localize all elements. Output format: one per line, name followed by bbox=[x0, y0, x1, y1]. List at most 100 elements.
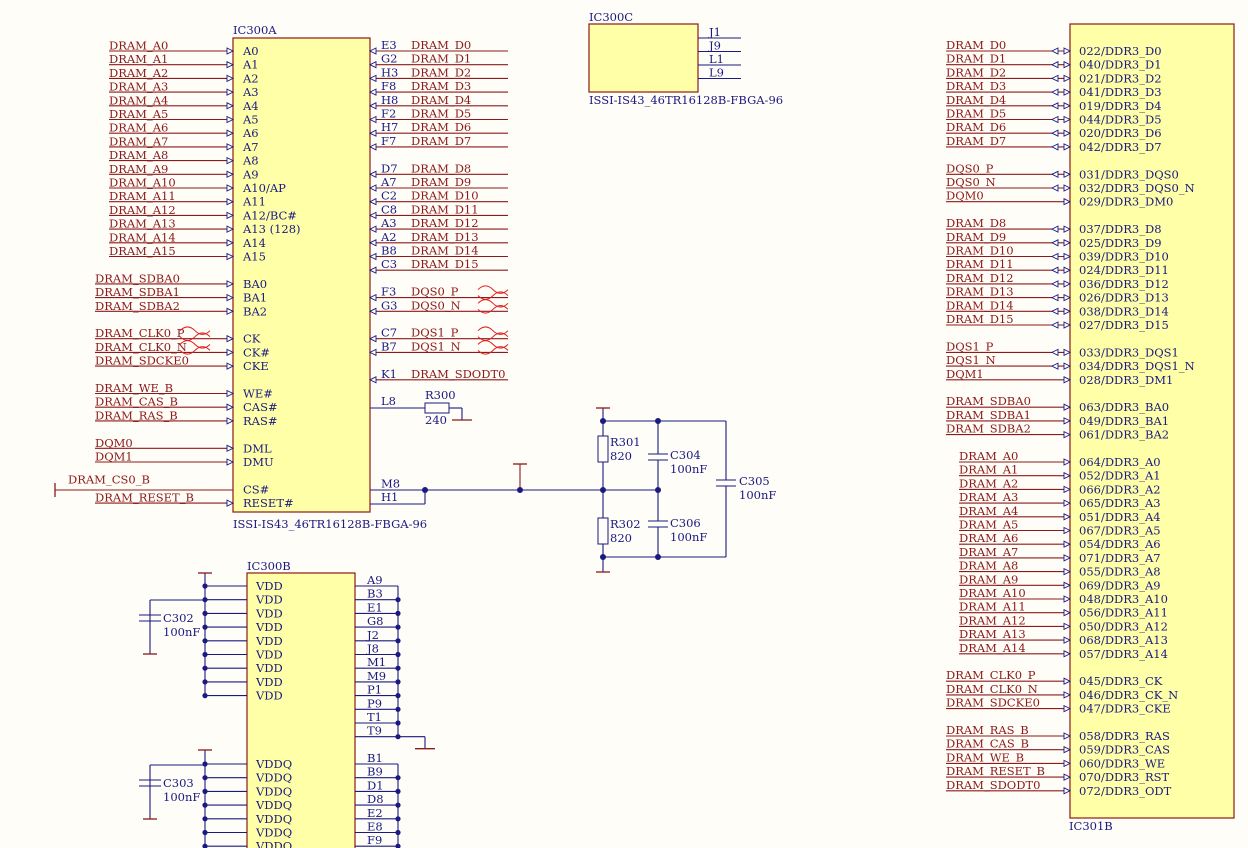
pin-number: T9 bbox=[367, 724, 382, 738]
ic300a-body bbox=[232, 37, 371, 513]
net-label: DRAM_RESET_B bbox=[946, 764, 1045, 778]
pin-arrow bbox=[1050, 293, 1059, 302]
net-label: DRAM_D12 bbox=[411, 216, 479, 230]
pin-number: C3 bbox=[381, 257, 397, 271]
pin-name: CK bbox=[243, 332, 261, 346]
pin-number: B8 bbox=[381, 244, 397, 258]
pin-name: BA1 bbox=[243, 291, 267, 305]
pin-arrow bbox=[226, 211, 235, 220]
diff-pair-mark bbox=[477, 340, 509, 355]
pin-name: A0 bbox=[242, 44, 259, 58]
pin-arrow bbox=[1063, 773, 1072, 781]
net-label: DRAM_D14 bbox=[411, 244, 479, 258]
pin-arrow bbox=[1063, 732, 1072, 740]
net-label: DRAM_A7 bbox=[109, 134, 168, 148]
pin-number: M1 bbox=[367, 655, 386, 669]
net-label: DQS0_N bbox=[411, 298, 461, 312]
net-label: DRAM_CLK0_N bbox=[95, 340, 187, 354]
pin-name: VDDQ bbox=[255, 771, 292, 785]
pin-number: H3 bbox=[381, 65, 398, 79]
net-label: DRAM_D0 bbox=[411, 38, 471, 52]
ic300c[interactable]: IC300C ISSI-IS43_46TR16128B-FBGA-96 J1J9… bbox=[588, 10, 783, 107]
pin-arrow bbox=[1063, 88, 1072, 96]
net-label: DRAM_A11 bbox=[109, 189, 176, 203]
r300[interactable]: R300 240 bbox=[370, 388, 472, 427]
r300-body bbox=[424, 402, 450, 414]
pin-arrow bbox=[1050, 115, 1059, 124]
pin-name: 041/DDR3_D3 bbox=[1079, 85, 1162, 99]
pin-arrow bbox=[1063, 266, 1072, 274]
pin-arrow bbox=[1050, 252, 1059, 261]
net-label: DRAM_D5 bbox=[946, 107, 1006, 121]
pin-number: B1 bbox=[367, 751, 383, 765]
net-label: DRAM_D15 bbox=[946, 312, 1014, 326]
pin-arrow bbox=[226, 60, 235, 69]
pin-arrow bbox=[1063, 47, 1072, 55]
pin-arrow bbox=[1063, 239, 1072, 247]
pin-name: 031/DDR3_DQS0 bbox=[1079, 167, 1179, 181]
pin-arrow bbox=[368, 60, 377, 69]
net-label: DRAM_SDBA0 bbox=[95, 271, 180, 285]
pin-arrow bbox=[1063, 526, 1072, 535]
pin-number: C7 bbox=[381, 326, 397, 340]
pin-arrow bbox=[226, 225, 235, 233]
c304-value: 100nF bbox=[670, 462, 707, 476]
ic300a[interactable]: IC300A ISSI-IS43_46TR16128B-FBGA-96 DRAM… bbox=[68, 23, 509, 531]
net-label: DRAM_D1 bbox=[411, 52, 471, 66]
net-label: DRAM_SDODT0 bbox=[946, 778, 1040, 792]
pin-name: BA0 bbox=[243, 277, 267, 291]
pin-arrow bbox=[1063, 554, 1072, 562]
net-label: DRAM_D6 bbox=[411, 120, 471, 134]
pin-number: A9 bbox=[366, 573, 383, 587]
r301-body bbox=[597, 435, 609, 463]
pin-number: L9 bbox=[709, 66, 724, 80]
pin-name: 056/DDR3_A11 bbox=[1079, 606, 1168, 620]
net-label: DRAM_D1 bbox=[946, 52, 1006, 66]
net-label: DRAM_A4 bbox=[109, 93, 168, 107]
pin-name: 047/DDR3_CKE bbox=[1079, 702, 1171, 716]
r302-body bbox=[597, 517, 609, 545]
net-label: DQS0_N bbox=[946, 175, 996, 189]
pin-name: 029/DDR3_DM0 bbox=[1079, 195, 1173, 209]
net-label: DRAM_A12 bbox=[959, 613, 1026, 627]
pin-arrow bbox=[226, 197, 235, 206]
pin-number: C8 bbox=[381, 202, 397, 216]
pin-number: P9 bbox=[367, 696, 382, 710]
pin-arrow bbox=[368, 376, 377, 384]
pin-arrow bbox=[1063, 280, 1072, 288]
net-label: DRAM_SDBA2 bbox=[946, 422, 1031, 436]
pin-arrow bbox=[1063, 102, 1072, 110]
net-label: DRAM_A10 bbox=[109, 176, 176, 190]
ic300b[interactable]: IC300B VDDVDDVDDVDDVDDVDDVDDVDDVDDVDDQVD… bbox=[139, 559, 435, 848]
pin-arrow bbox=[1050, 266, 1059, 274]
pin-arrow bbox=[1063, 129, 1072, 137]
pin-arrow bbox=[368, 293, 377, 302]
pin-arrow bbox=[1063, 677, 1072, 685]
net-label: DRAM_A8 bbox=[109, 148, 168, 162]
net-label: DRAM_A13 bbox=[959, 627, 1026, 641]
net-label: DQM0 bbox=[95, 436, 133, 450]
net-label: DRAM_SDBA1 bbox=[946, 408, 1031, 422]
net-label: DRAM_A4 bbox=[959, 504, 1018, 518]
pin-number: A7 bbox=[380, 175, 397, 189]
pin-arrow bbox=[368, 239, 377, 247]
net-label: DRAM_CLK0_P bbox=[95, 326, 185, 340]
pin-number: D1 bbox=[367, 778, 384, 792]
pin-name: 065/DDR3_A3 bbox=[1079, 496, 1161, 510]
net-label: DRAM_D8 bbox=[946, 216, 1006, 230]
pin-name: VDDQ bbox=[255, 812, 292, 826]
pin-arrow bbox=[368, 129, 377, 137]
pin-arrow bbox=[226, 156, 235, 165]
pin-arrow bbox=[226, 74, 235, 83]
c305-ref: C305 bbox=[739, 474, 770, 488]
pin-number: A3 bbox=[380, 216, 397, 230]
pin-arrow bbox=[1063, 197, 1072, 206]
pin-arrow bbox=[226, 307, 235, 316]
pin-arrow bbox=[226, 293, 235, 302]
pin-name: A2 bbox=[242, 71, 259, 85]
net-label: DRAM_A13 bbox=[109, 217, 176, 231]
pin-arrow bbox=[368, 307, 377, 316]
pin-number: E8 bbox=[367, 820, 383, 834]
